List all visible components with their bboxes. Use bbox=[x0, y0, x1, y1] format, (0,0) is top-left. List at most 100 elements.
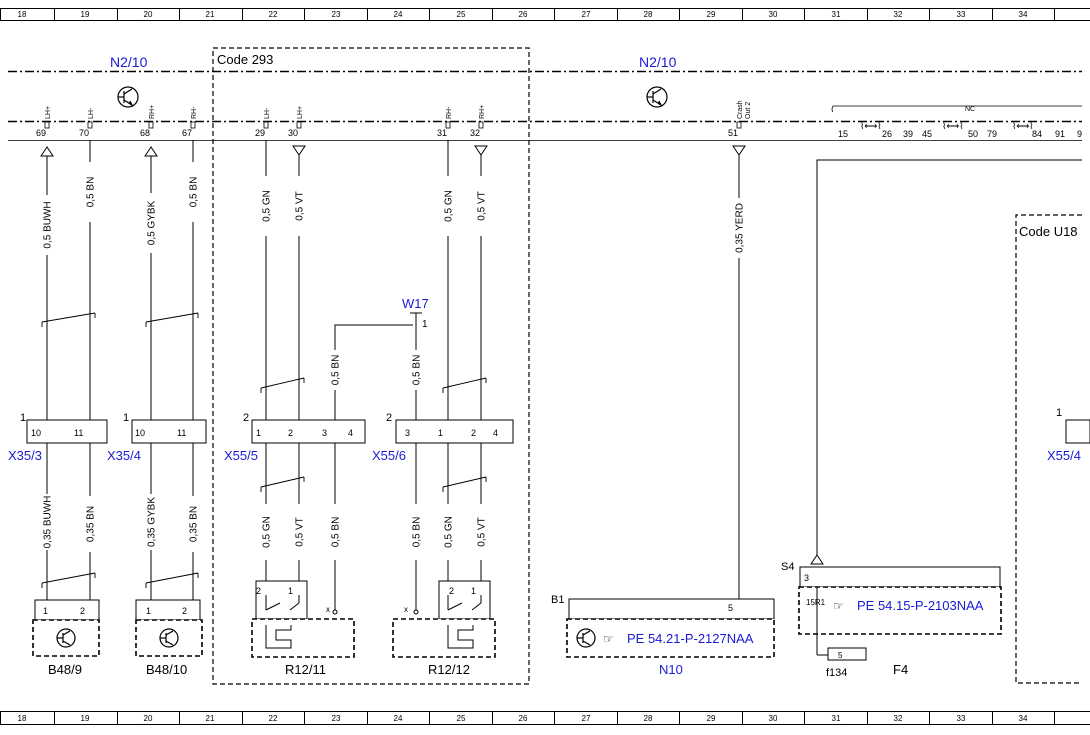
pin-signal: LH+ bbox=[297, 106, 304, 119]
pin-signal: LH+ bbox=[45, 106, 52, 119]
code-u18-box bbox=[1015, 214, 1082, 684]
svg-text:2: 2 bbox=[288, 428, 293, 438]
column-number: 32 bbox=[894, 10, 903, 19]
module-label-left[interactable]: N2/10 bbox=[110, 54, 148, 70]
column-number: 23 bbox=[332, 10, 341, 19]
ruler-dividers bbox=[0, 8, 1055, 724]
svg-text:x: x bbox=[326, 605, 330, 614]
column-number: 27 bbox=[582, 10, 591, 19]
wire-label: 0,5 GN bbox=[261, 504, 273, 560]
jumper-icon: ⌇⟷⌇ bbox=[1012, 121, 1034, 131]
pin-terminal bbox=[263, 121, 269, 129]
svg-text:F4: F4 bbox=[893, 662, 908, 677]
column-number: 19 bbox=[81, 714, 90, 723]
component-n10: B1 5 ☞ PE 54.21-P-2127NAA N10 bbox=[551, 594, 775, 677]
nc-pin-number: 50 bbox=[968, 129, 978, 139]
pin-signal: LH- bbox=[88, 107, 95, 119]
svg-text:0,5 BN: 0,5 BN bbox=[189, 177, 200, 208]
component-r12-12: 2 1 x R12/12 bbox=[392, 580, 496, 677]
signal-arrows bbox=[40, 145, 824, 565]
pin-terminal bbox=[87, 121, 93, 129]
nc-pin-number: 79 bbox=[987, 129, 997, 139]
w17-label[interactable]: W17 bbox=[402, 296, 429, 311]
svg-text:f134: f134 bbox=[826, 667, 847, 679]
svg-text:15R1: 15R1 bbox=[806, 598, 826, 607]
svg-text:0,35 YERD: 0,35 YERD bbox=[735, 203, 746, 253]
pin-number: 70 bbox=[79, 128, 89, 138]
x55-5-label: X55/5 bbox=[224, 448, 258, 463]
w17-pin: 1 bbox=[422, 319, 428, 330]
svg-text:0,5 GN: 0,5 GN bbox=[444, 190, 455, 222]
column-number: 19 bbox=[81, 10, 90, 19]
pin-terminal bbox=[736, 121, 742, 129]
svg-text:B1: B1 bbox=[551, 594, 564, 606]
svg-text:S4: S4 bbox=[781, 561, 794, 573]
column-number: 22 bbox=[269, 10, 278, 19]
sensor-transistor-icon bbox=[56, 628, 76, 648]
component-f4: S4 3 15R1 ☞ PE 54.15-P-2103NAA 5 f134 F4 bbox=[781, 561, 1002, 679]
pin-signal: RH- bbox=[446, 106, 453, 119]
pin-number: 51 bbox=[728, 128, 738, 138]
svg-text:0,5 GN: 0,5 GN bbox=[262, 516, 273, 548]
svg-text:1: 1 bbox=[1056, 407, 1062, 419]
column-number: 28 bbox=[644, 10, 653, 19]
component-r12-11: 2 1 x R12/11 bbox=[251, 580, 355, 677]
module-label-right[interactable]: N2/10 bbox=[639, 54, 677, 70]
column-number: 30 bbox=[769, 10, 778, 19]
nc-label: NC bbox=[965, 106, 975, 113]
column-number: 24 bbox=[394, 714, 403, 723]
component-b48-10: 1 2 B48/10 bbox=[135, 599, 203, 677]
twisted-pair-marks bbox=[41, 312, 487, 588]
column-number: 26 bbox=[519, 10, 528, 19]
wire-label: 0,35 BUWH bbox=[42, 494, 54, 550]
nc-pin-number: 45 bbox=[922, 129, 932, 139]
svg-text:3: 3 bbox=[405, 428, 410, 438]
svg-text:0,35 GYBK: 0,35 GYBK bbox=[147, 497, 158, 547]
column-number: 32 bbox=[894, 714, 903, 723]
wire-label: 0,5 BN bbox=[330, 504, 342, 560]
pin-number: 32 bbox=[470, 128, 480, 138]
hand-pointer-icon: ☞ bbox=[833, 599, 844, 613]
column-number: 33 bbox=[957, 10, 966, 19]
wire-label: 0,5 GN bbox=[443, 176, 455, 236]
f4-link[interactable]: PE 54.15-P-2103NAA bbox=[857, 598, 984, 613]
n10-label[interactable]: N10 bbox=[659, 662, 683, 677]
pin-signal: RH- bbox=[191, 106, 198, 119]
svg-text:B48/9: B48/9 bbox=[48, 662, 82, 677]
svg-text:0,5 VT: 0,5 VT bbox=[477, 191, 488, 220]
pin-signal: LH- bbox=[264, 107, 271, 119]
nc-pin-number: 84 bbox=[1032, 129, 1042, 139]
svg-text:11: 11 bbox=[177, 428, 186, 438]
connector-x55-6: 2 3 1 2 4 X55/6 bbox=[372, 412, 514, 463]
svg-text:R12/11: R12/11 bbox=[285, 662, 326, 677]
n10-link[interactable]: PE 54.21-P-2127NAA bbox=[627, 631, 754, 646]
column-number: 33 bbox=[957, 714, 966, 723]
pin-terminal bbox=[148, 121, 154, 129]
hand-pointer-icon: ☞ bbox=[603, 632, 614, 646]
wire-label: 0,35 YERD bbox=[734, 198, 746, 258]
wire-label: 0,5 GN bbox=[261, 176, 273, 236]
transistor-icon bbox=[646, 86, 668, 108]
svg-text:x: x bbox=[404, 605, 408, 614]
svg-text:11: 11 bbox=[74, 428, 83, 438]
svg-text:0,35 BN: 0,35 BN bbox=[86, 506, 97, 542]
column-number: 34 bbox=[1019, 10, 1028, 19]
jumper-icon: ⌇⟷⌇ bbox=[942, 121, 964, 131]
column-number: 29 bbox=[707, 714, 716, 723]
column-number: 24 bbox=[394, 10, 403, 19]
pin-signal: RH+ bbox=[149, 105, 156, 119]
module-boundaries bbox=[8, 70, 1082, 123]
x35-3-label: X35/3 bbox=[8, 448, 42, 463]
module-pins: 69LH+70LH-68RH+67RH-29LH-30LH+31RH-32RH+… bbox=[36, 100, 752, 138]
column-number: 21 bbox=[206, 10, 215, 19]
column-number: 25 bbox=[457, 714, 466, 723]
component-b48-9: 1 2 B48/9 bbox=[32, 599, 100, 677]
svg-text:10: 10 bbox=[135, 428, 145, 438]
nc-pin-number: 15 bbox=[838, 129, 848, 139]
column-number: 20 bbox=[144, 714, 153, 723]
